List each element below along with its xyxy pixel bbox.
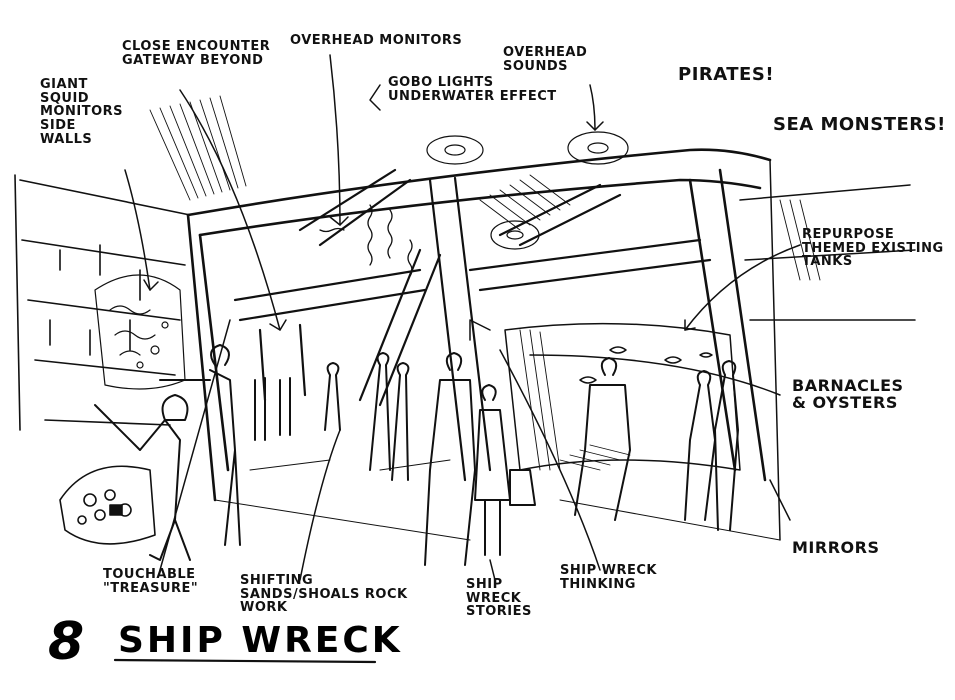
chains xyxy=(319,204,413,277)
annotation-sea-monsters: SEA MONSTERS! xyxy=(773,114,946,135)
touch-pool xyxy=(59,465,156,545)
annotation-barnacles: BARNACLES & OYSTERS xyxy=(792,376,904,412)
annotation-ship-wreck-thinking: SHIP WRECK THINKING xyxy=(560,563,657,592)
annotation-touchable: TOUCHABLE "TREASURE" xyxy=(103,567,199,596)
ceiling-circles xyxy=(426,131,629,250)
annotation-overhead-sounds: OVERHEAD SOUNDS xyxy=(503,45,588,74)
page-title: SHIP WRECK xyxy=(118,620,403,661)
annotation-pirates: PIRATES! xyxy=(678,64,775,85)
annotation-mirrors: MIRRORS xyxy=(792,538,880,557)
ship-arch xyxy=(186,148,772,502)
right-tank xyxy=(504,322,741,471)
annotation-giant-squid: GIANT SQUID MONITORS SIDE WALLS xyxy=(40,77,123,147)
right-wall xyxy=(739,159,916,541)
hatching xyxy=(149,95,821,471)
annotation-gobo-lights: GOBO LIGHTS UNDERWATER EFFECT xyxy=(388,75,557,104)
left-wall xyxy=(14,174,191,431)
annotation-repurpose-tanks: REPURPOSE THEMED EXISTING TANKS xyxy=(802,227,944,270)
title-underline xyxy=(113,658,377,664)
annotation-ship-wreck-stories: SHIP WRECK STORIES xyxy=(466,577,532,620)
annotation-overhead-monitors: OVERHEAD MONITORS xyxy=(290,33,463,48)
annotation-close-encounter: CLOSE ENCOUNTER GATEWAY BEYOND xyxy=(122,39,271,68)
title-number: 8 xyxy=(48,612,85,672)
leader-lines xyxy=(124,54,801,581)
annotation-shifting-sands: SHIFTING SANDS/SHOALS ROCK WORK xyxy=(240,573,408,616)
